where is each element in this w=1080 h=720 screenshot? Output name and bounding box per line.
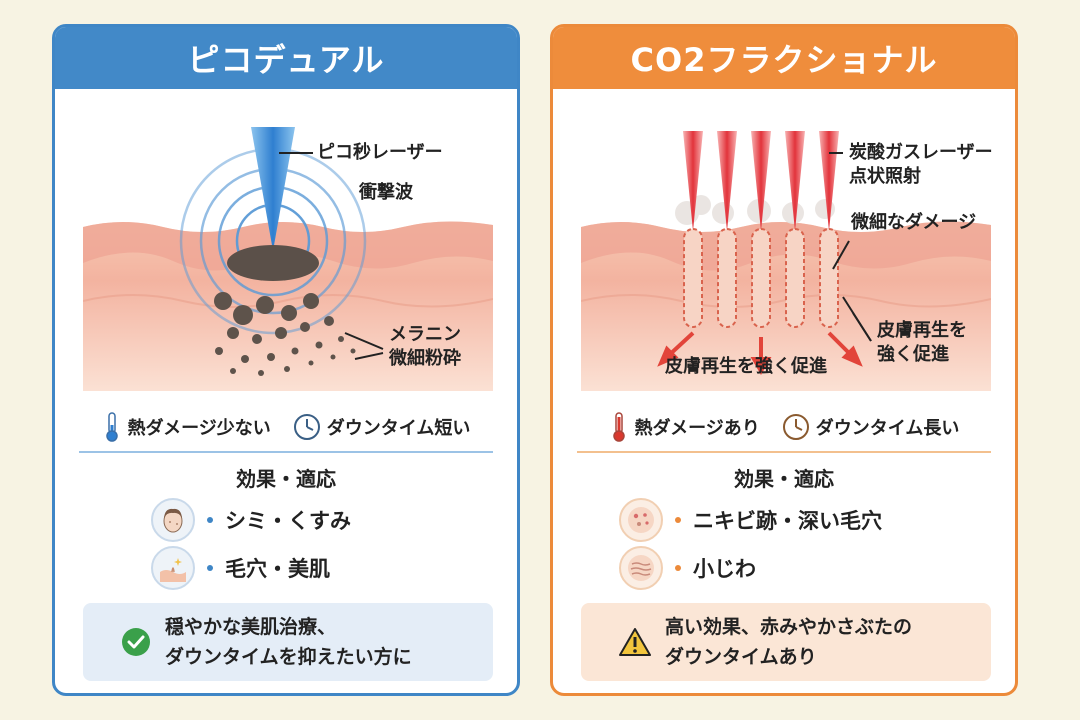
pico-skin-illustration bbox=[83, 127, 493, 391]
co2-fractional-panel: CO2フラクショナル bbox=[550, 24, 1018, 696]
wrinkle-icon bbox=[619, 546, 663, 590]
clock-icon bbox=[293, 414, 320, 440]
co2-effect-wrinkles: 小じわ bbox=[619, 545, 756, 591]
pore-skin-icon bbox=[151, 546, 195, 590]
pico-effect-pores: 毛穴・美肌 bbox=[151, 545, 330, 591]
pico-divider bbox=[79, 451, 493, 453]
pico-note-line2: ダウンタイムを抑えたい方に bbox=[165, 646, 412, 668]
bullet bbox=[675, 565, 681, 571]
co2-caution-note: 高い効果、赤みやかさぶたの ダウンタイムあり bbox=[581, 603, 991, 681]
co2-note-line2: ダウンタイムあり bbox=[665, 646, 817, 668]
pico-laser-label: ピコ秒レーザー bbox=[317, 142, 443, 163]
downtime-long-text: ダウンタイム長い bbox=[815, 418, 960, 439]
acne-scar-icon bbox=[619, 498, 663, 542]
thermometer-high-icon bbox=[612, 412, 625, 442]
co2-effect-acne-scars-text: ニキビ跡・深い毛穴 bbox=[693, 509, 882, 533]
heat-damage-low: 熱ダメージ少ない bbox=[102, 411, 271, 443]
co2-note-line1: 高い効果、赤みやかさぶたの bbox=[665, 616, 913, 638]
melanin-particles bbox=[214, 292, 356, 376]
co2-skin-illustration bbox=[581, 131, 991, 391]
co2-divider bbox=[577, 451, 991, 453]
heat-damage-present-text: 熱ダメージあり bbox=[634, 418, 760, 439]
downtime-short-text: ダウンタイム短い bbox=[326, 418, 471, 439]
shockwave-label: 衝撃波 bbox=[359, 182, 413, 203]
check-circle-icon bbox=[122, 628, 150, 656]
co2-effect-acne-scars: ニキビ跡・深い毛穴 bbox=[619, 497, 882, 543]
pico-effect-pores-text: 毛穴・美肌 bbox=[225, 557, 330, 581]
pico-recommendation-note: 穏やかな美肌治療、 ダウンタイムを抑えたい方に bbox=[83, 603, 493, 681]
co2-fractional-title: CO2フラクショナル bbox=[553, 27, 1015, 89]
smoke-puffs bbox=[675, 195, 835, 225]
co2-laser-columns bbox=[683, 131, 839, 231]
bullet bbox=[207, 565, 213, 571]
warning-icon bbox=[619, 628, 651, 656]
co2-laser-label-line1: 炭酸ガスレーザー bbox=[849, 142, 993, 163]
thermometer-low-icon bbox=[105, 412, 118, 442]
regen-side-label-line2: 強く促進 bbox=[877, 344, 949, 365]
pico-dual-title: ピコデュアル bbox=[55, 27, 517, 89]
pico-effects-title: 効果・適応 bbox=[236, 467, 336, 491]
micro-damage-columns bbox=[683, 228, 839, 328]
regeneration-arrows bbox=[657, 331, 863, 375]
regen-bottom-label: 皮膚再生を強く促進 bbox=[665, 356, 827, 377]
bullet bbox=[675, 517, 681, 523]
heat-damage-low-text: 熱ダメージ少ない bbox=[127, 418, 271, 439]
co2-effect-wrinkles-text: 小じわ bbox=[693, 557, 756, 581]
face-spots-icon bbox=[151, 498, 195, 542]
melanin-label-line2: 微細粉砕 bbox=[389, 348, 461, 369]
bullet bbox=[207, 517, 213, 523]
melanin-cluster bbox=[227, 245, 319, 281]
co2-effects-title: 効果・適応 bbox=[734, 467, 834, 491]
clock-icon bbox=[782, 414, 809, 440]
downtime-short: ダウンタイム短い bbox=[293, 413, 471, 441]
pico-laser-beam bbox=[251, 127, 295, 251]
heat-damage-present: 熱ダメージあり bbox=[609, 411, 760, 443]
micro-damage-label: 微細なダメージ bbox=[851, 212, 977, 233]
downtime-long: ダウンタイム長い bbox=[782, 413, 960, 441]
co2-laser-label-line2: 点状照射 bbox=[849, 166, 921, 187]
pico-effect-spots-text: シミ・くすみ bbox=[225, 509, 351, 533]
regen-side-label-line1: 皮膚再生を bbox=[877, 320, 967, 341]
pico-dual-panel: ピコデュアル bbox=[52, 24, 520, 696]
pico-meta-row: 熱ダメージ少ない ダウンタイム短い bbox=[55, 407, 517, 447]
co2-meta-row: 熱ダメージあり ダウンタイム長い bbox=[553, 407, 1015, 447]
melanin-label-line1: メラニン bbox=[389, 324, 461, 345]
pico-effect-spots: シミ・くすみ bbox=[151, 497, 351, 543]
pico-note-line1: 穏やかな美肌治療、 bbox=[165, 616, 337, 638]
